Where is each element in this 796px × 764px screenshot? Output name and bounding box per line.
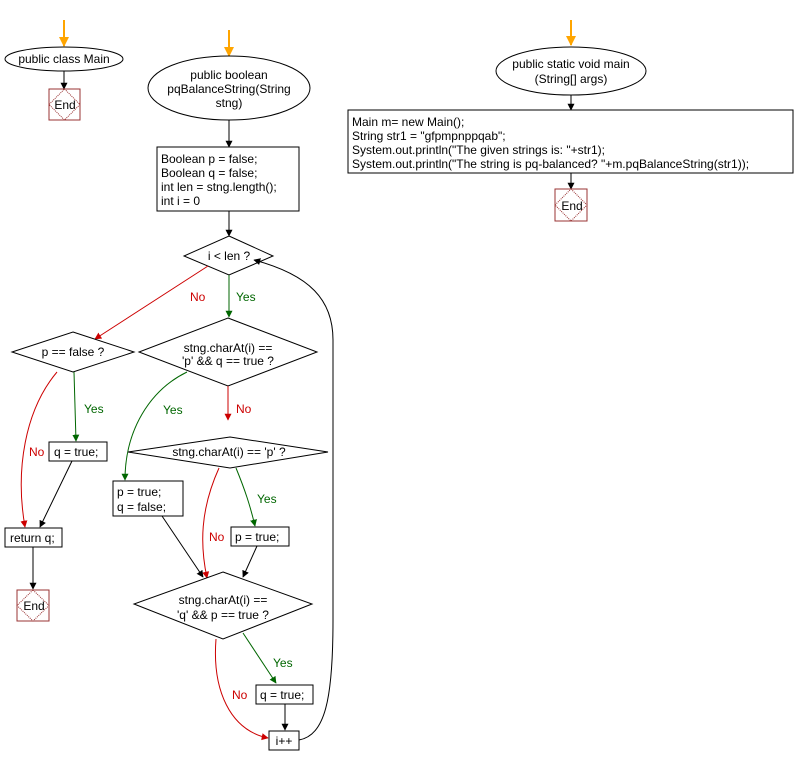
increment-box[interactable] xyxy=(268,730,300,751)
init-box[interactable] xyxy=(156,146,300,212)
no-edge xyxy=(214,638,269,741)
class-main-flow: public class Main End xyxy=(4,20,124,121)
main-body-box[interactable] xyxy=(347,109,794,174)
p-is-false-condition-diamond[interactable] xyxy=(10,331,136,373)
q-and-p-true-condition-diamond[interactable] xyxy=(132,571,314,640)
set-q-label: q = true; xyxy=(260,688,304,702)
set-pq-line-1: p = true; xyxy=(117,485,161,499)
no-label: No xyxy=(232,688,248,702)
main-body-line-1: Main m= new Main(); xyxy=(352,115,464,129)
no-edge xyxy=(202,467,220,579)
init-line-3: int len = stng.length(); xyxy=(161,180,277,194)
condition-line-2: 'q' && p == true ? xyxy=(177,608,269,622)
yes-edge xyxy=(121,371,188,481)
return-label: return q; xyxy=(10,531,55,545)
end-label: End xyxy=(561,199,582,213)
loop-condition-label: i < len ? xyxy=(208,249,251,263)
main-start-line-2: (String[] args) xyxy=(535,72,608,86)
set-p-true-q-false-box[interactable] xyxy=(112,480,184,517)
yes-label: Yes xyxy=(163,403,183,417)
set-p-true-box[interactable] xyxy=(230,526,290,547)
arrow xyxy=(39,460,73,528)
end-label: End xyxy=(54,98,75,112)
no-label: No xyxy=(190,290,206,304)
no-label: No xyxy=(209,530,225,544)
char-is-p-label: stng.charAt(i) == 'p' ? xyxy=(172,445,286,459)
main-body-line-4: System.out.println("The string is pq-bal… xyxy=(352,157,749,171)
class-start-label: public class Main xyxy=(18,52,109,66)
set-p-label: p = true; xyxy=(235,530,279,544)
arrow xyxy=(161,515,204,578)
method-end-node[interactable]: End xyxy=(16,589,50,622)
no-label: No xyxy=(29,445,45,459)
arrow xyxy=(242,545,258,578)
yes-edge xyxy=(72,371,80,442)
condition-line-1: stng.charAt(i) == xyxy=(184,341,273,355)
char-is-p-condition-diamond[interactable] xyxy=(127,436,329,469)
yes-label: Yes xyxy=(84,402,104,416)
init-line-4: int i = 0 xyxy=(161,194,200,208)
init-line-2: Boolean q = false; xyxy=(161,166,257,180)
yes-edge xyxy=(242,632,277,684)
class-end-node[interactable]: End xyxy=(48,88,81,121)
set-pq-line-2: q = false; xyxy=(117,500,166,514)
main-start-line-1: public static void main xyxy=(512,57,629,71)
set-q-true-outer-box[interactable] xyxy=(48,441,108,462)
init-line-1: Boolean p = false; xyxy=(161,152,257,166)
pq-balance-method-flow: public boolean pqBalanceString(String st… xyxy=(4,30,334,751)
method-start-line-3: stng) xyxy=(216,96,243,110)
main-start-node[interactable] xyxy=(495,46,647,96)
condition-line-1: stng.charAt(i) == xyxy=(179,593,268,607)
yes-label: Yes xyxy=(236,290,256,304)
method-start-line-1: public boolean xyxy=(190,68,267,82)
main-method-flow: public static void main (String[] args) … xyxy=(347,20,794,222)
main-end-node[interactable]: End xyxy=(554,188,588,222)
no-label: No xyxy=(236,402,252,416)
no-edge xyxy=(94,265,209,340)
increment-label: i++ xyxy=(276,734,293,748)
loop-back-edge xyxy=(253,258,334,741)
no-edge xyxy=(20,371,58,528)
p-is-false-label: p == false ? xyxy=(42,345,105,359)
yes-label: Yes xyxy=(273,656,293,670)
method-start-line-2: pqBalanceString(String xyxy=(167,82,290,96)
yes-edge xyxy=(235,467,257,527)
condition-line-2: 'p' && q == true ? xyxy=(182,354,274,368)
main-body-line-3: System.out.println("The given strings is… xyxy=(352,143,605,157)
yes-label: Yes xyxy=(257,492,277,506)
end-label: End xyxy=(23,599,44,613)
set-q-outer-label: q = true; xyxy=(54,445,98,459)
main-body-line-2: String str1 = "gfpmpnppqab"; xyxy=(352,129,506,143)
